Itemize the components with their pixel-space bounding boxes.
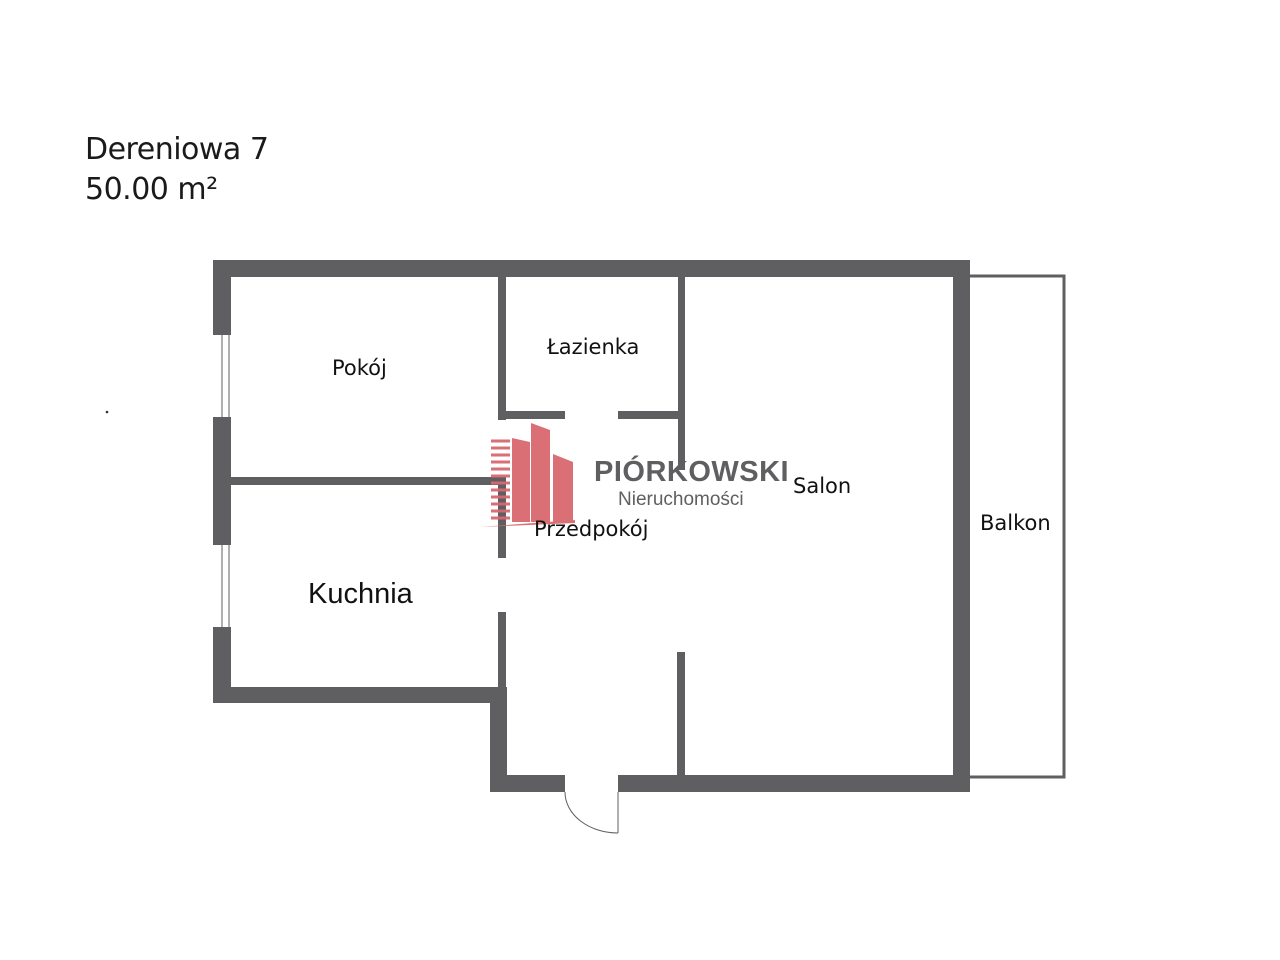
address-title: Dereniowa 7	[85, 132, 269, 167]
windows	[221, 335, 230, 627]
wall-room-kitchen	[231, 477, 506, 485]
area-title: 50.00 m²	[85, 172, 218, 207]
logo-icon	[480, 423, 575, 527]
room-label-kuchnia: Kuchnia	[308, 578, 413, 610]
balcony-outline	[959, 274, 1066, 779]
wall-left	[213, 260, 231, 335]
wall-left	[213, 627, 231, 703]
wall-left	[213, 417, 231, 545]
wall-bathroom-bottom	[498, 411, 565, 419]
room-label-balkon: Balkon	[980, 511, 1051, 535]
door-icon	[564, 791, 619, 834]
room-label-lazienka: Łazienka	[547, 335, 640, 359]
wall-entry	[490, 687, 507, 792]
dot	[105, 410, 109, 414]
wall-top	[213, 260, 970, 277]
room-label-pokoj: Pokój	[332, 356, 387, 380]
wall-hall	[498, 612, 506, 687]
wall-bathroom-right	[678, 277, 685, 470]
room-label-przedpokoj: Przedpokój	[534, 517, 649, 541]
logo-brand: PIÓRKOWSKI	[594, 456, 790, 488]
wall-bottom-left	[213, 687, 507, 703]
room-label-salon: Salon	[793, 474, 852, 498]
wall-salon-partition	[677, 652, 685, 775]
wall-bottom	[490, 775, 565, 792]
wall-bathroom-left	[498, 277, 506, 420]
wall-bathroom-bottom	[618, 411, 684, 419]
wall-bottom	[618, 775, 970, 792]
logo-tagline: Nieruchomości	[618, 489, 744, 510]
